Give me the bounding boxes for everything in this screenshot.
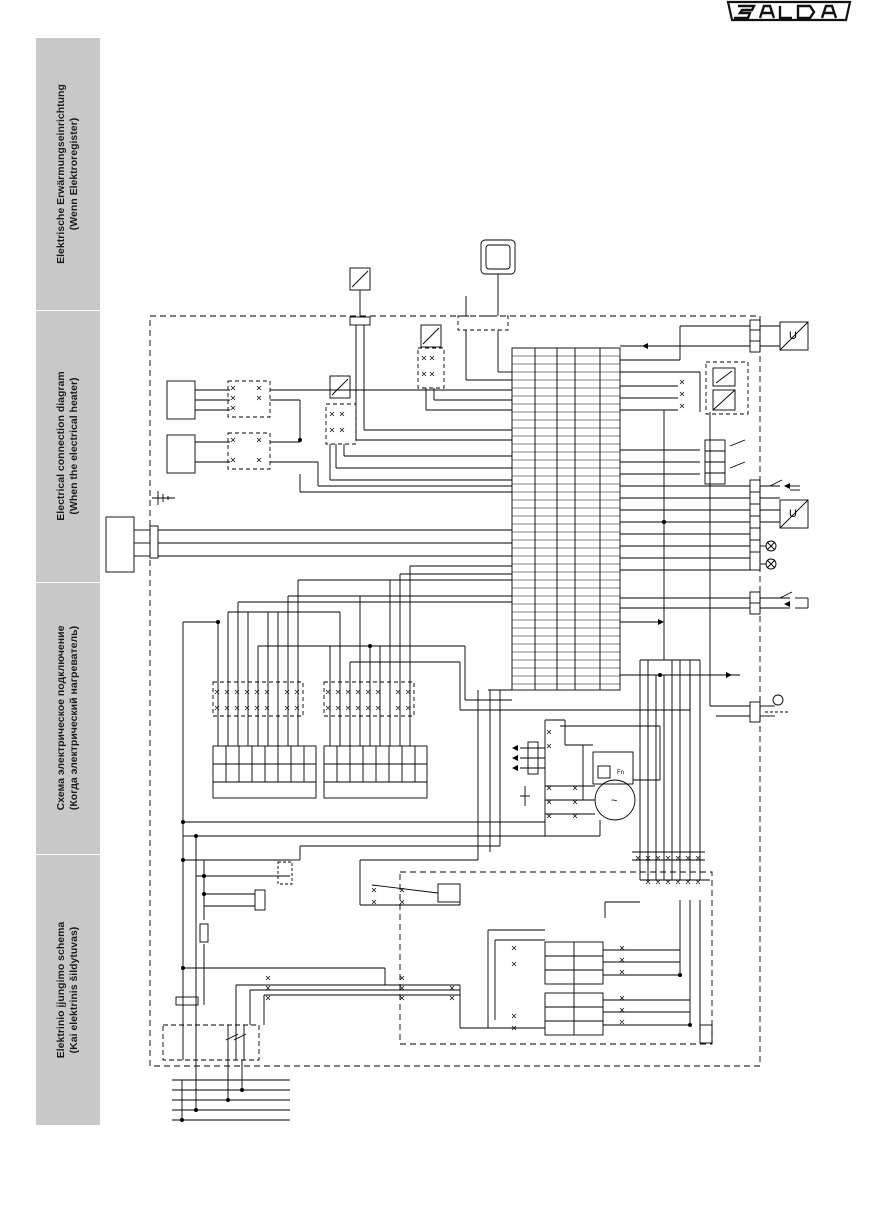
duct-sensor-2 [329,375,351,399]
main-controller [511,347,621,691]
heater-enclosure [399,871,713,1045]
device-top-left-2 [166,434,196,474]
salda-logo [726,0,852,22]
temperature-sensor-box [712,367,736,387]
voltage-box-2 [779,499,809,529]
enclosure-outline [149,315,761,1067]
voltage-box-1 [779,321,809,351]
heater-relay [437,883,461,903]
indicator-lamp-2 [765,558,777,570]
controller-rows [512,355,620,685]
arrows [512,343,790,771]
main-terminal [175,996,199,1006]
terminal-table-1 [212,745,317,799]
power-switch-box [162,1024,260,1061]
fuse [199,923,209,943]
indicator-lamp-1 [765,540,777,552]
connector-pins [214,355,701,1031]
power-input-box [105,516,135,573]
voltage-box-1-label: U [789,330,797,342]
duct-sensor-3 [420,324,442,348]
sidebar: Elektrische Erwärmungseinrichtung(Wenn E… [36,38,100,1125]
terminal-table-2 [323,745,428,799]
motor-symbol: ~ [611,795,617,807]
device-top-left-1 [166,380,196,420]
junction-dots [180,438,692,1122]
thermal-label: Fn [617,770,624,776]
motor-thermal-box [592,751,634,785]
voltage-box-2-label: U [789,508,797,520]
